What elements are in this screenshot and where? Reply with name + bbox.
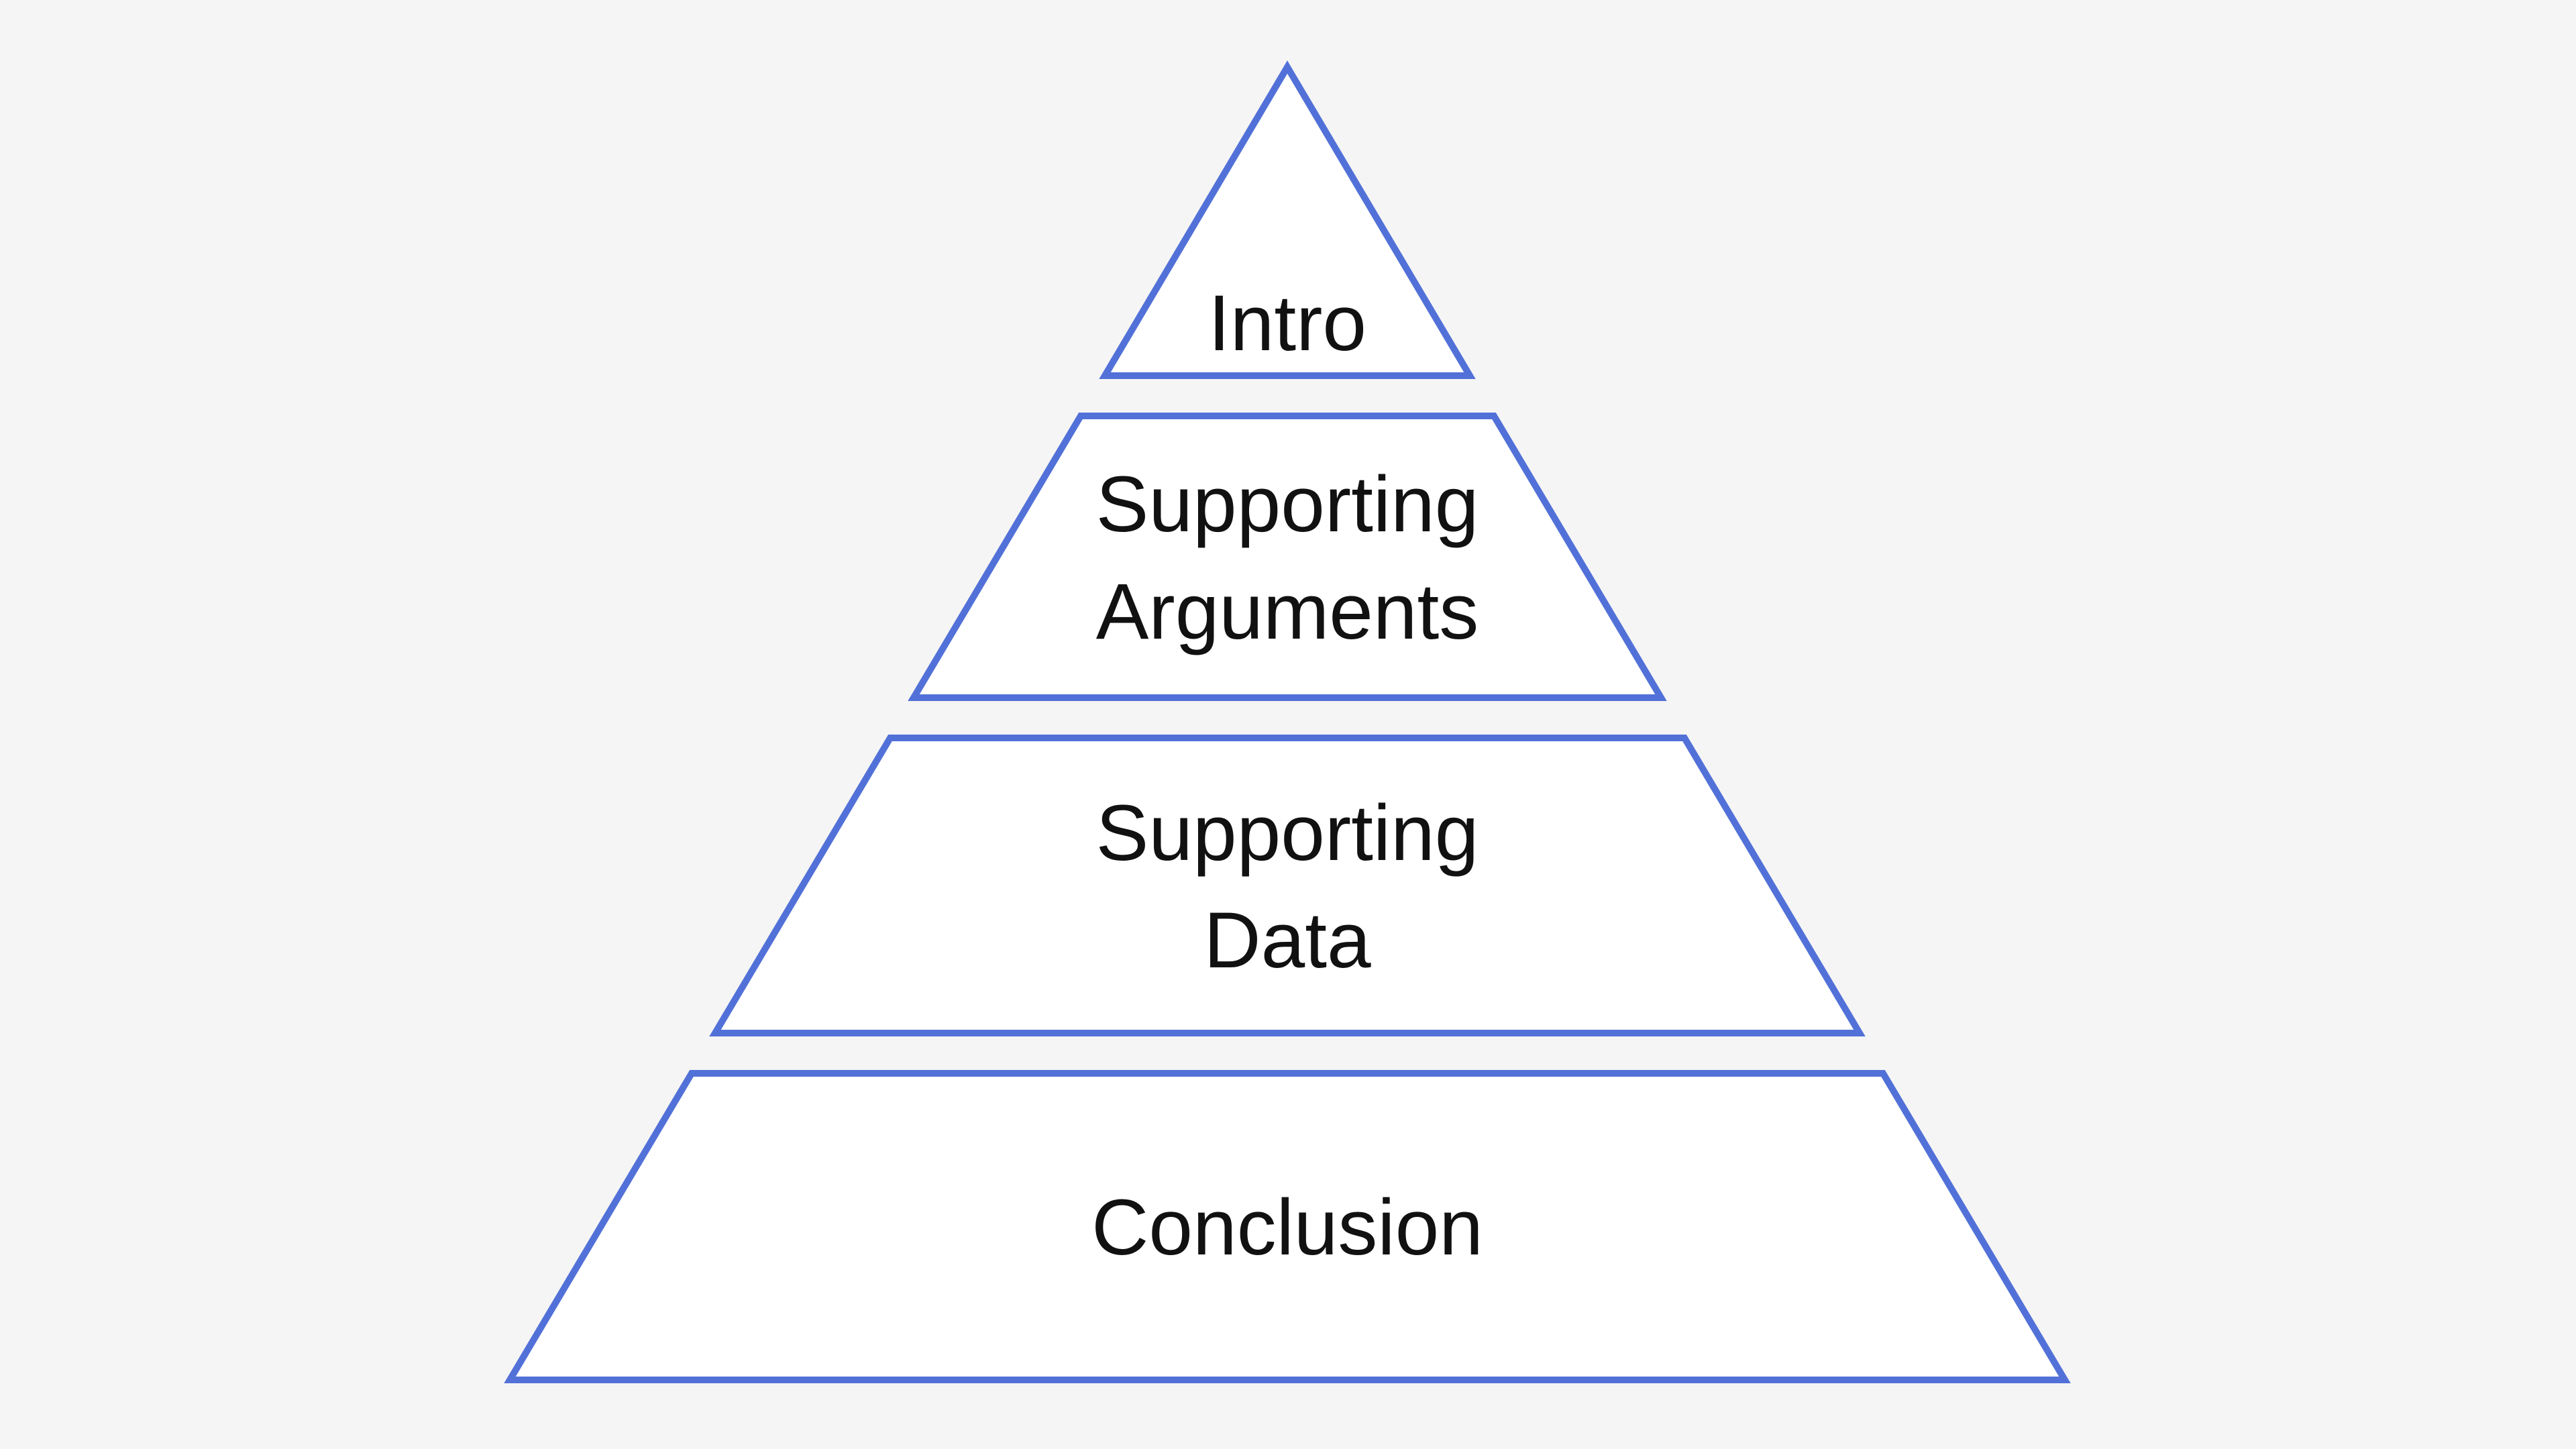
pyramid-level-supporting-arguments-label-line1: Supporting xyxy=(1096,460,1479,549)
pyramid-level-intro: Intro xyxy=(1099,60,1476,379)
pyramid-level-intro-label: Intro xyxy=(1208,279,1366,368)
pyramid-level-supporting-data-shape xyxy=(709,735,1866,1036)
pyramid-level-supporting-arguments-shape xyxy=(908,413,1667,701)
pyramid-level-supporting-arguments-label-line2: Arguments xyxy=(1096,568,1479,656)
pyramid-level-supporting-arguments: Supporting Arguments xyxy=(908,413,1667,701)
pyramid-level-supporting-data: Supporting Data xyxy=(709,735,1866,1036)
pyramid-level-conclusion-label: Conclusion xyxy=(1091,1183,1483,1272)
pyramid-level-conclusion: Conclusion xyxy=(504,1070,2071,1383)
pyramid-level-conclusion-shape xyxy=(504,1070,2071,1383)
pyramid-level-intro-shape xyxy=(1099,60,1476,379)
pyramid-level-supporting-data-label-line1: Supporting xyxy=(1096,789,1479,877)
pyramid-level-supporting-data-label-line2: Data xyxy=(1203,896,1371,985)
